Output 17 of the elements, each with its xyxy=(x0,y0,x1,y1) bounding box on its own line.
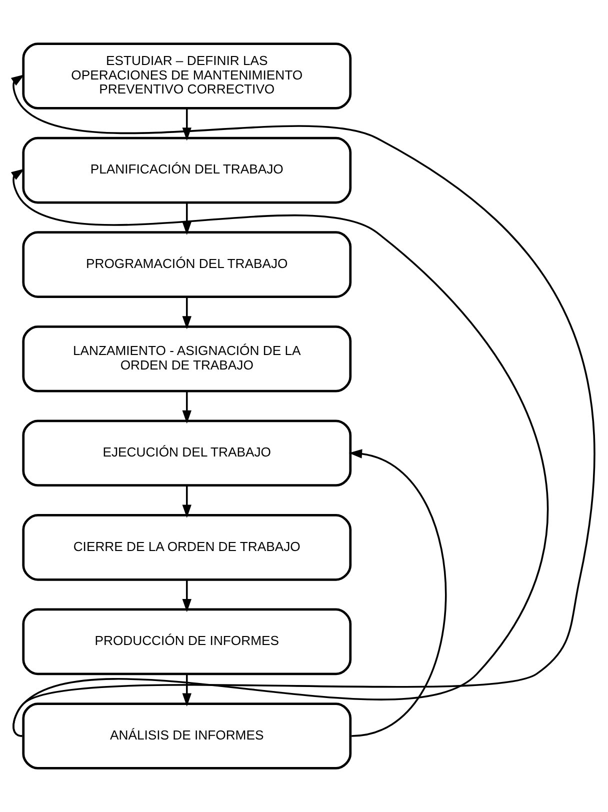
arrow xyxy=(10,168,548,737)
node-box: PLANIFICACIÓN DEL TRABAJO xyxy=(22,136,352,204)
node-box: CIERRE DE LA ORDEN DE TRABAJO xyxy=(22,514,352,581)
arrow xyxy=(182,485,192,518)
node-box: PRODUCCIÓN DE INFORMES xyxy=(22,608,352,676)
arrow xyxy=(348,449,447,737)
arrow xyxy=(182,674,192,706)
arrow xyxy=(182,391,192,424)
arrow xyxy=(182,296,192,330)
arrow xyxy=(182,202,192,235)
node-box: EJECUCIÓN DEL TRABAJO xyxy=(22,420,352,487)
node-box: PROGRAMACIÓN DEL TRABAJO xyxy=(22,231,352,298)
arrow xyxy=(182,580,192,612)
node-box: LANZAMIENTO - ASIGNACIÓN DE LA ORDEN DE TRABAJO xyxy=(22,325,352,392)
arrow xyxy=(10,74,595,737)
node-box: ESTUDIAR – DEFINIR LAS OPERACIONES DE MANTENIMIENTO PREVENTIVO CORRECTIVO xyxy=(22,42,352,110)
node-box: ANÁLISIS DE INFORMES xyxy=(22,702,352,770)
